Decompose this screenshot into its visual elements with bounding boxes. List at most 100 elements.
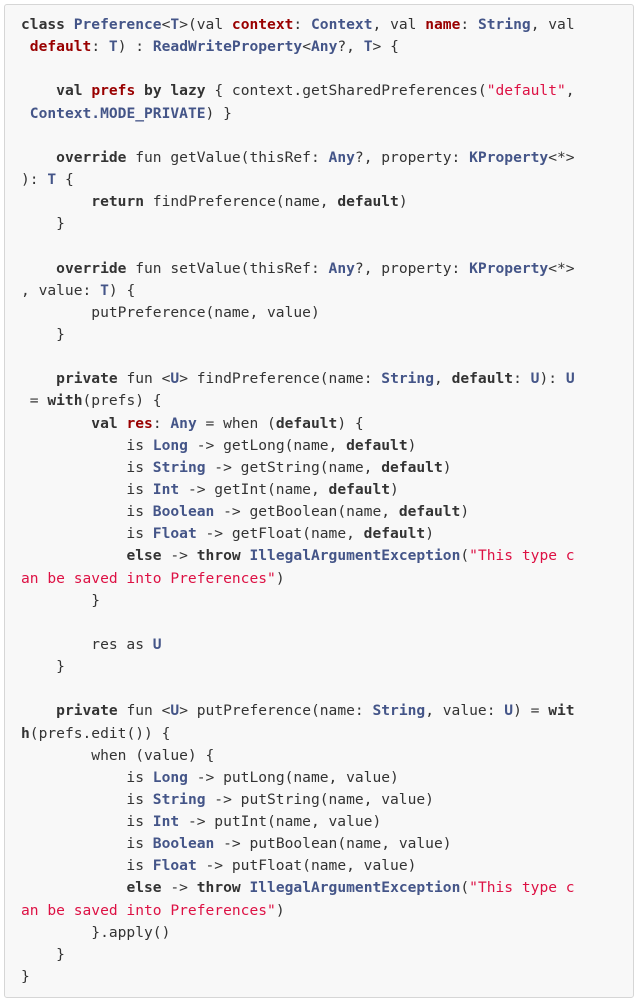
code-line [21, 125, 575, 147]
code-token-plain: fun < [117, 702, 171, 720]
code-token-plain: : [293, 16, 311, 33]
code-token-plain: ) { [108, 281, 136, 299]
code-token-type: Any [328, 259, 355, 277]
code-token-plain: , [434, 370, 452, 388]
code-token-plain: : [152, 414, 171, 432]
code-token-type: Float [152, 857, 197, 875]
code-token-plain [21, 879, 126, 896]
code-token-plain: = when ( [196, 414, 276, 432]
code-token-type: U [152, 635, 162, 653]
code-token-name: res [126, 414, 153, 432]
code-token-type: Boolean [152, 835, 215, 853]
code-token-string: "This type c [469, 547, 575, 565]
code-line: } [21, 966, 575, 988]
code-token-plain: < [302, 38, 312, 56]
code-token-plain: > putPreference(name: [179, 702, 373, 720]
code-token-name: context [231, 16, 294, 33]
code-token-type: ReadWriteProperty [152, 38, 303, 56]
code-token-plain: -> putString(name, value) [205, 790, 434, 808]
code-token-plain: > findPreference(name: [179, 370, 382, 388]
code-token-plain: is [21, 813, 153, 831]
code-token-name: name [425, 16, 461, 33]
code-line: } [21, 656, 575, 678]
code-token-plain: findPreference(name, [144, 193, 338, 211]
code-token-plain [21, 702, 56, 719]
code-token-name: prefs [91, 82, 145, 100]
code-line: }.apply() [21, 922, 575, 944]
code-token-plain [21, 370, 56, 387]
code-line: , value: T) { [21, 280, 575, 302]
code-token-plain: -> getFloat(name, [196, 525, 364, 543]
code-token-plain: ) [398, 193, 408, 211]
code-token-plain: ): [21, 170, 48, 188]
code-token-keyword: private [56, 370, 118, 388]
code-token-type: T [100, 281, 109, 299]
code-line: } [21, 213, 575, 235]
code-line: } [21, 324, 575, 346]
code-line: is Int -> getInt(name, default) [21, 479, 575, 501]
code-token-plain: , val [530, 16, 575, 33]
code-token-plain: (prefs.edit()) { [29, 724, 171, 742]
code-line: is Long -> getLong(name, default) [21, 435, 575, 457]
code-token-plain: ) [390, 480, 399, 498]
code-line: is Float -> getFloat(name, default) [21, 523, 575, 545]
code-line: res as U [21, 634, 575, 656]
code-line [21, 346, 575, 368]
code-token-keyword: wit [548, 702, 575, 720]
code-token-type: Context [311, 16, 373, 33]
code-token-type: Boolean [152, 503, 215, 521]
code-token-type: Float [152, 525, 197, 543]
code-token-plain: -> putLong(name, value) [187, 768, 399, 786]
code-token-string: an be saved into Preferences" [21, 901, 276, 919]
code-token-plain: } [21, 658, 65, 676]
code-token-type: String [372, 702, 426, 720]
code-line: private fun <U> findPreference(name: Str… [21, 368, 574, 390]
code-line: an be saved into Preferences") [21, 900, 575, 922]
code-line: override fun getValue(thisRef: Any?, pro… [21, 147, 575, 169]
code-token-plain: ?, property: [354, 259, 470, 277]
code-token-keyword: else [126, 547, 162, 565]
code-token-plain: ) [275, 901, 285, 919]
code-line: class Preference<T>(val context: Context… [21, 14, 575, 36]
code-token-type: KProperty [469, 259, 549, 277]
code-token-type: T [108, 38, 118, 56]
code-token-plain: ) = [513, 702, 549, 720]
code-token-type: T [47, 170, 57, 188]
code-listing: class Preference<T>(val context: Context… [21, 14, 575, 988]
code-token-plain: ) [460, 503, 470, 521]
code-line: is String -> getString(name, default) [21, 457, 575, 479]
code-line: } [21, 590, 575, 612]
code-line: h(prefs.edit()) { [21, 723, 575, 745]
code-token-plain: fun < [117, 370, 171, 388]
code-token-type: IllegalArgumentException [249, 547, 461, 565]
code-token-plain: } [21, 968, 30, 986]
code-token-type: Int [152, 813, 180, 831]
code-token-plain: ( [460, 879, 470, 897]
code-token-type: U [504, 702, 514, 720]
code-token-plain: is [21, 436, 153, 454]
code-token-type: Int [152, 480, 180, 498]
code-token-string: an be saved into Preferences" [21, 569, 276, 587]
code-token-type: String [152, 458, 206, 476]
code-line: else -> throw IllegalArgumentException("… [21, 545, 575, 567]
code-line: else -> throw IllegalArgumentException("… [21, 877, 575, 899]
code-token-plain: }.apply() [21, 923, 171, 941]
code-token-keyword: throw [196, 547, 241, 565]
code-token-plain [21, 260, 56, 277]
code-token-keyword: class [21, 16, 74, 33]
code-token-plain: ) : [117, 38, 153, 56]
code-token-type: Any [170, 414, 197, 432]
code-token-plain: -> putFloat(name, value) [196, 857, 417, 875]
code-token-plain: > { [372, 38, 399, 56]
code-block: class Preference<T>(val context: Context… [4, 4, 634, 998]
code-line: when (value) { [21, 745, 575, 767]
code-token-keyword: private [56, 702, 118, 720]
code-token-keyword: override [56, 148, 127, 166]
code-line [21, 58, 575, 80]
code-token-string: "This type c [469, 879, 575, 897]
code-token-plain: } [21, 591, 101, 609]
code-token-plain: -> [161, 547, 197, 565]
code-token-plain: is [21, 458, 153, 476]
code-token-keyword: val [56, 82, 92, 100]
code-token-plain: ) [275, 569, 285, 587]
